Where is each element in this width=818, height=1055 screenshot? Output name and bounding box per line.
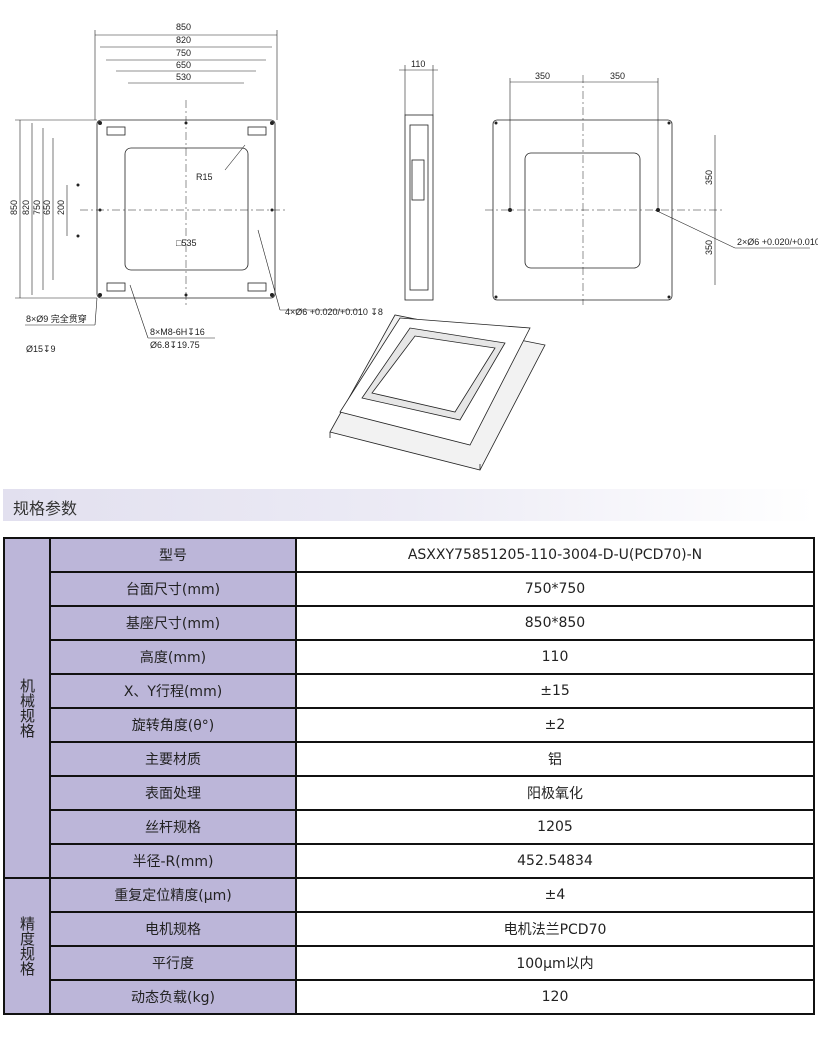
row-label: 半径-R(mm) (49, 843, 297, 879)
row-value: ±4 (295, 877, 815, 913)
row-value: 阳极氧化 (295, 775, 815, 811)
row-label: 电机规格 (49, 911, 297, 947)
table-row: 基座尺寸(mm)850*850 (4, 605, 815, 641)
note-pin-front: 4×Ø6 +0.020/+0.010 ↧8 (285, 307, 383, 317)
note-through-holes: 8×Ø9 完全贯穿 (26, 313, 87, 324)
table-row: X、Y行程(mm)±15 (4, 673, 815, 709)
row-value: 850*850 (295, 605, 815, 641)
table-row: 电机规格电机法兰PCD70 (4, 911, 815, 947)
row-label: 表面处理 (49, 775, 297, 811)
row-label: 动态负载(kg) (49, 979, 297, 1015)
side-height-label: 110 (411, 59, 425, 69)
right-dim-v-1: 350 (704, 170, 714, 185)
front-view: 850 820 750 650 530 850 820 750 650 200 … (9, 22, 383, 354)
row-value: 120 (295, 979, 815, 1015)
radius-label: R15 (196, 172, 213, 182)
table-row: 半径-R(mm)452.54834 (4, 843, 815, 879)
row-value: 452.54834 (295, 843, 815, 879)
row-label: 丝杆规格 (49, 809, 297, 845)
right-dim-h-2: 350 (610, 71, 625, 81)
row-value: 电机法兰PCD70 (295, 911, 815, 947)
isometric-view (329, 314, 546, 471)
row-label: 型号 (49, 537, 297, 573)
dim-820-h: 820 (176, 35, 191, 45)
dim-650-h: 650 (176, 60, 191, 70)
row-label: 台面尺寸(mm) (49, 571, 297, 607)
group-label: 精度规格 (3, 877, 51, 1015)
row-label: 高度(mm) (49, 639, 297, 675)
dim-200-v: 200 (56, 200, 66, 215)
right-view: 350 350 350 350 2×Ø6 +0.020/+0.010 ↧8 (485, 71, 818, 305)
row-value: 100μm以内 (295, 945, 815, 981)
dim-530-h: 530 (176, 72, 191, 82)
note-drill: Ø6.8↧19.75 (150, 340, 200, 350)
row-value: ±2 (295, 707, 815, 743)
right-dim-v-2: 350 (704, 240, 714, 255)
note-counterbore: Ø15↧9 (26, 344, 56, 354)
table-row: 台面尺寸(mm)750*750 (4, 571, 815, 607)
section-title: 规格参数 (13, 499, 78, 518)
row-value: 铝 (295, 741, 815, 777)
table-row: 旋转角度(θ°)±2 (4, 707, 815, 743)
square-label: □535 (176, 238, 196, 248)
row-value: ASXXY75851205-110-3004-D-U(PCD70)-N (295, 537, 815, 573)
row-label: 重复定位精度(μm) (49, 877, 297, 913)
group-label: 机械规格 (3, 537, 51, 879)
note-thread: 8×M8-6H↧16 (150, 327, 205, 337)
row-value: 1205 (295, 809, 815, 845)
dim-750-v: 750 (32, 200, 42, 215)
technical-drawings: 850 820 750 650 530 850 820 750 650 200 … (9, 22, 818, 471)
dim-650-v: 650 (42, 200, 52, 215)
row-label: X、Y行程(mm) (49, 673, 297, 709)
dim-850-v: 850 (9, 200, 19, 215)
row-label: 平行度 (49, 945, 297, 981)
row-label: 主要材质 (49, 741, 297, 777)
side-view: 110 (399, 59, 438, 301)
row-value: ±15 (295, 673, 815, 709)
row-label: 旋转角度(θ°) (49, 707, 297, 743)
table-row: 动态负载(kg)120 (4, 979, 815, 1015)
note-pin-right: 2×Ø6 +0.020/+0.010 ↧8 (737, 237, 818, 247)
table-row: 精度规格重复定位精度(μm)±4 (3, 877, 815, 1015)
row-value: 110 (295, 639, 815, 675)
table-row: 表面处理阳极氧化 (4, 775, 815, 811)
dim-750-h: 750 (176, 48, 191, 58)
table-row: 高度(mm)110 (4, 639, 815, 675)
section-header: 规格参数 (3, 489, 815, 521)
row-label: 基座尺寸(mm) (49, 605, 297, 641)
dim-820-v: 820 (21, 200, 31, 215)
row-value: 750*750 (295, 571, 815, 607)
table-row: 主要材质铝 (4, 741, 815, 777)
dim-850-h: 850 (176, 22, 191, 32)
right-dim-h-1: 350 (535, 71, 550, 81)
